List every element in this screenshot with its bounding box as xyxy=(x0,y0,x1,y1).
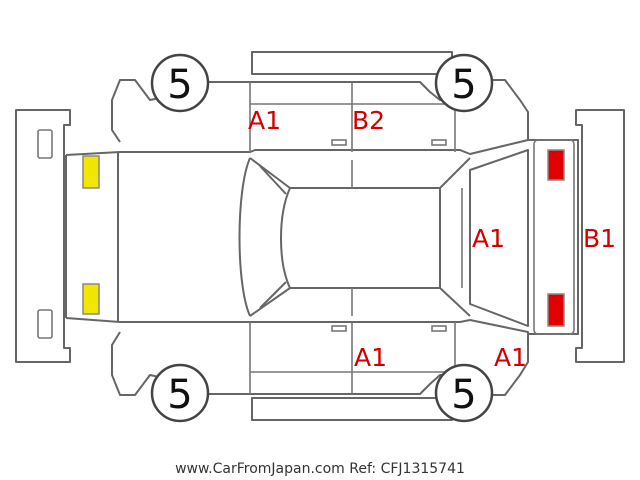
tire-rear-left: 5 xyxy=(150,363,210,423)
tire-front-left-rating: 5 xyxy=(167,62,192,108)
tire-front-left: 5 xyxy=(150,53,210,113)
front-right-lamp-marker xyxy=(547,293,565,327)
tire-rear-left-rating: 5 xyxy=(167,372,192,418)
front-section xyxy=(528,139,579,335)
damage-code-rear-right-door: A1 xyxy=(354,343,387,372)
tire-front-right: 5 xyxy=(434,53,494,113)
car-body xyxy=(65,79,529,396)
front-bumper xyxy=(575,109,625,363)
damage-code-rear-left-door: A1 xyxy=(248,106,281,135)
tire-rear-right-rating: 5 xyxy=(451,372,476,418)
rear-right-lamp-marker xyxy=(82,283,100,315)
damage-code-front-left-door: B2 xyxy=(352,106,385,135)
front-left-lamp-marker xyxy=(547,149,565,181)
bottom-side-skirt xyxy=(251,397,453,421)
tire-rear-right: 5 xyxy=(434,363,494,423)
tire-front-right-rating: 5 xyxy=(451,62,476,108)
damage-code-windshield: A1 xyxy=(472,224,505,253)
damage-code-front-bumper: B1 xyxy=(583,224,616,253)
roof-and-glass xyxy=(238,149,529,327)
top-side-skirt xyxy=(251,51,453,75)
damage-code-front-right-fender: A1 xyxy=(494,343,527,372)
source-credit: www.CarFromJapan.com Ref: CFJ1315741 xyxy=(175,461,465,477)
rear-bumper xyxy=(15,109,71,363)
rear-left-lamp-marker xyxy=(82,155,100,189)
